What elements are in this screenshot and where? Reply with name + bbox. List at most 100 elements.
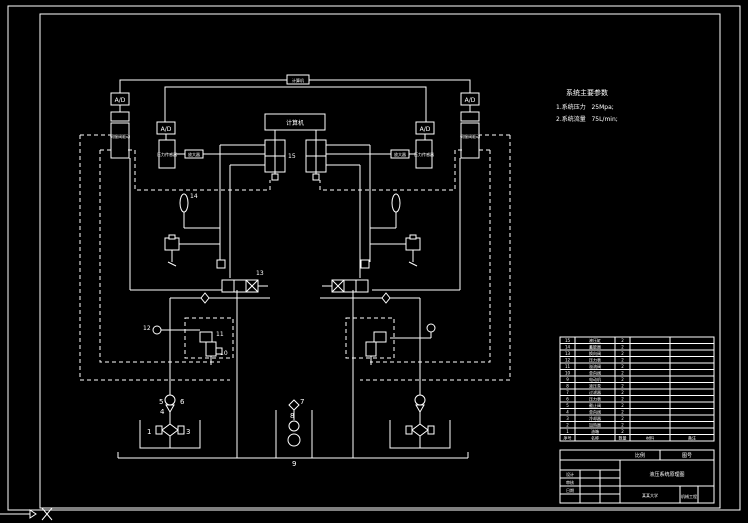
sheet-label: 图号 <box>682 453 692 459</box>
parts-cell: 过滤器 <box>589 389 601 395</box>
parts-cell: 2 <box>621 423 624 428</box>
right-check-small <box>360 259 370 269</box>
left-relief-11 <box>199 331 217 365</box>
specs-line-1: 1.系统压力 25Mpa; <box>556 104 614 111</box>
left-pump-group: 5 6 4 1 3 <box>139 394 201 449</box>
ad-label: A/D <box>115 97 126 104</box>
label-14: 14 <box>190 193 198 200</box>
specs-line-2: 2.系统流量 75L/min; <box>556 116 618 123</box>
left-module-label: 伺服阀驱动 <box>110 133 130 139</box>
parts-cell: 2 <box>621 345 624 350</box>
label-10: 10 <box>220 350 228 357</box>
right-module-label: 伺服阀驱动 <box>460 133 480 139</box>
parts-cell: 14 <box>565 345 571 350</box>
parts-cell: 加热器 <box>589 422 601 428</box>
left-sensor-label: 压力传感器 <box>157 151 177 157</box>
parts-cell: 5 <box>566 403 569 408</box>
right-control-block <box>345 317 395 359</box>
ad-right-inner: A/D <box>415 121 435 135</box>
title-block: 液压系统原理图 比例 图号 设计 审核 日期 某某大学 机械工程 <box>559 449 715 504</box>
parts-cell: 冷却器 <box>589 415 601 421</box>
parts-cell: 单向阀 <box>589 409 601 415</box>
specs-block: 系统主要参数 1.系统压力 25Mpa; 2.系统流量 75L/min; <box>556 88 618 123</box>
ad-right-outer: A/D <box>460 92 480 106</box>
scale-label: 比例 <box>635 452 645 459</box>
label-13: 13 <box>256 270 264 277</box>
left-pressure-gauge <box>152 325 162 335</box>
ad-left-inner: A/D <box>156 121 176 135</box>
right-relief-11 <box>365 331 387 365</box>
ad-label: A/D <box>420 126 431 133</box>
parts-cell: 2 <box>621 403 624 408</box>
left-filter-small <box>200 292 210 304</box>
center-pump-motor: 7 8 9 <box>275 398 313 468</box>
parts-cell: 1 <box>566 429 569 434</box>
ucs-icon <box>0 507 53 521</box>
left-drive-module <box>110 122 130 159</box>
label-15: 15 <box>288 153 296 160</box>
parts-cell: 4 <box>566 410 569 415</box>
parts-cell: 2 <box>621 390 624 395</box>
parts-cell: 2 <box>621 416 624 421</box>
parts-cell: 8 <box>566 384 569 389</box>
date-label: 日期 <box>566 487 574 493</box>
label-9: 9 <box>292 460 296 468</box>
parts-cell: 9 <box>566 377 569 382</box>
parts-cell: 油箱 <box>591 428 599 434</box>
right-drive-module <box>460 122 480 159</box>
parts-cell: 6 <box>566 397 569 402</box>
pc-label: 计算机 <box>286 119 304 127</box>
class-label: 机械工程 <box>681 493 697 499</box>
parts-cell: 2 <box>621 429 624 434</box>
parts-cell: 2 <box>621 338 624 343</box>
parts-cell: 2 <box>621 377 624 382</box>
ad-left-outer: A/D <box>110 92 130 106</box>
label-3: 3 <box>186 428 190 436</box>
parts-header-cell: 序号 <box>564 435 572 441</box>
parts-cell: 2 <box>621 364 624 369</box>
left-relief-valve <box>164 234 220 267</box>
right-relief-valve <box>370 234 421 267</box>
left-check-small <box>216 259 226 269</box>
parts-header-cell: 备注 <box>688 435 696 441</box>
parts-cell: 7 <box>566 390 569 395</box>
parts-cell: 2 <box>621 358 624 363</box>
label-4: 4 <box>160 408 165 416</box>
parts-header-cell: 名称 <box>591 435 599 441</box>
parts-cell: 13 <box>565 351 571 356</box>
ad-label: A/D <box>161 126 172 133</box>
label-6: 6 <box>180 398 185 406</box>
right-filter-small <box>381 292 391 304</box>
right-cylinder <box>305 139 327 181</box>
parts-cell: 液压缸 <box>589 337 601 343</box>
parts-cell: 2 <box>566 423 569 428</box>
parts-cell: 12 <box>565 358 571 363</box>
pc-box <box>264 113 326 131</box>
left-directional-valve <box>221 279 268 293</box>
parts-cell: 2 <box>621 351 624 356</box>
specs-title: 系统主要参数 <box>566 89 608 97</box>
parts-header-cell: 数量 <box>619 435 627 441</box>
right-amp-label: 放大器 <box>394 151 406 157</box>
parts-cell: 2 <box>621 384 624 389</box>
right-pressure-gauge <box>426 323 436 333</box>
right-accumulator <box>370 193 401 229</box>
left-control-block <box>184 317 234 359</box>
parts-cell: 10 <box>565 371 571 376</box>
parts-cell: 单向阀 <box>589 370 601 376</box>
school-label: 某某大学 <box>642 492 658 498</box>
label-1: 1 <box>147 428 151 436</box>
left-cylinder <box>264 139 286 181</box>
parts-cell: 2 <box>621 410 624 415</box>
label-11: 11 <box>216 331 224 338</box>
label-8: 8 <box>290 412 294 420</box>
parts-cell: 截止阀 <box>589 402 601 408</box>
top-controller-label: 计算机 <box>292 77 304 83</box>
parts-cell: 压力表 <box>589 396 601 402</box>
label-12: 12 <box>143 325 151 332</box>
parts-cell: 2 <box>621 397 624 402</box>
right-pump-group <box>389 394 451 449</box>
right-directional-valve <box>322 279 369 293</box>
